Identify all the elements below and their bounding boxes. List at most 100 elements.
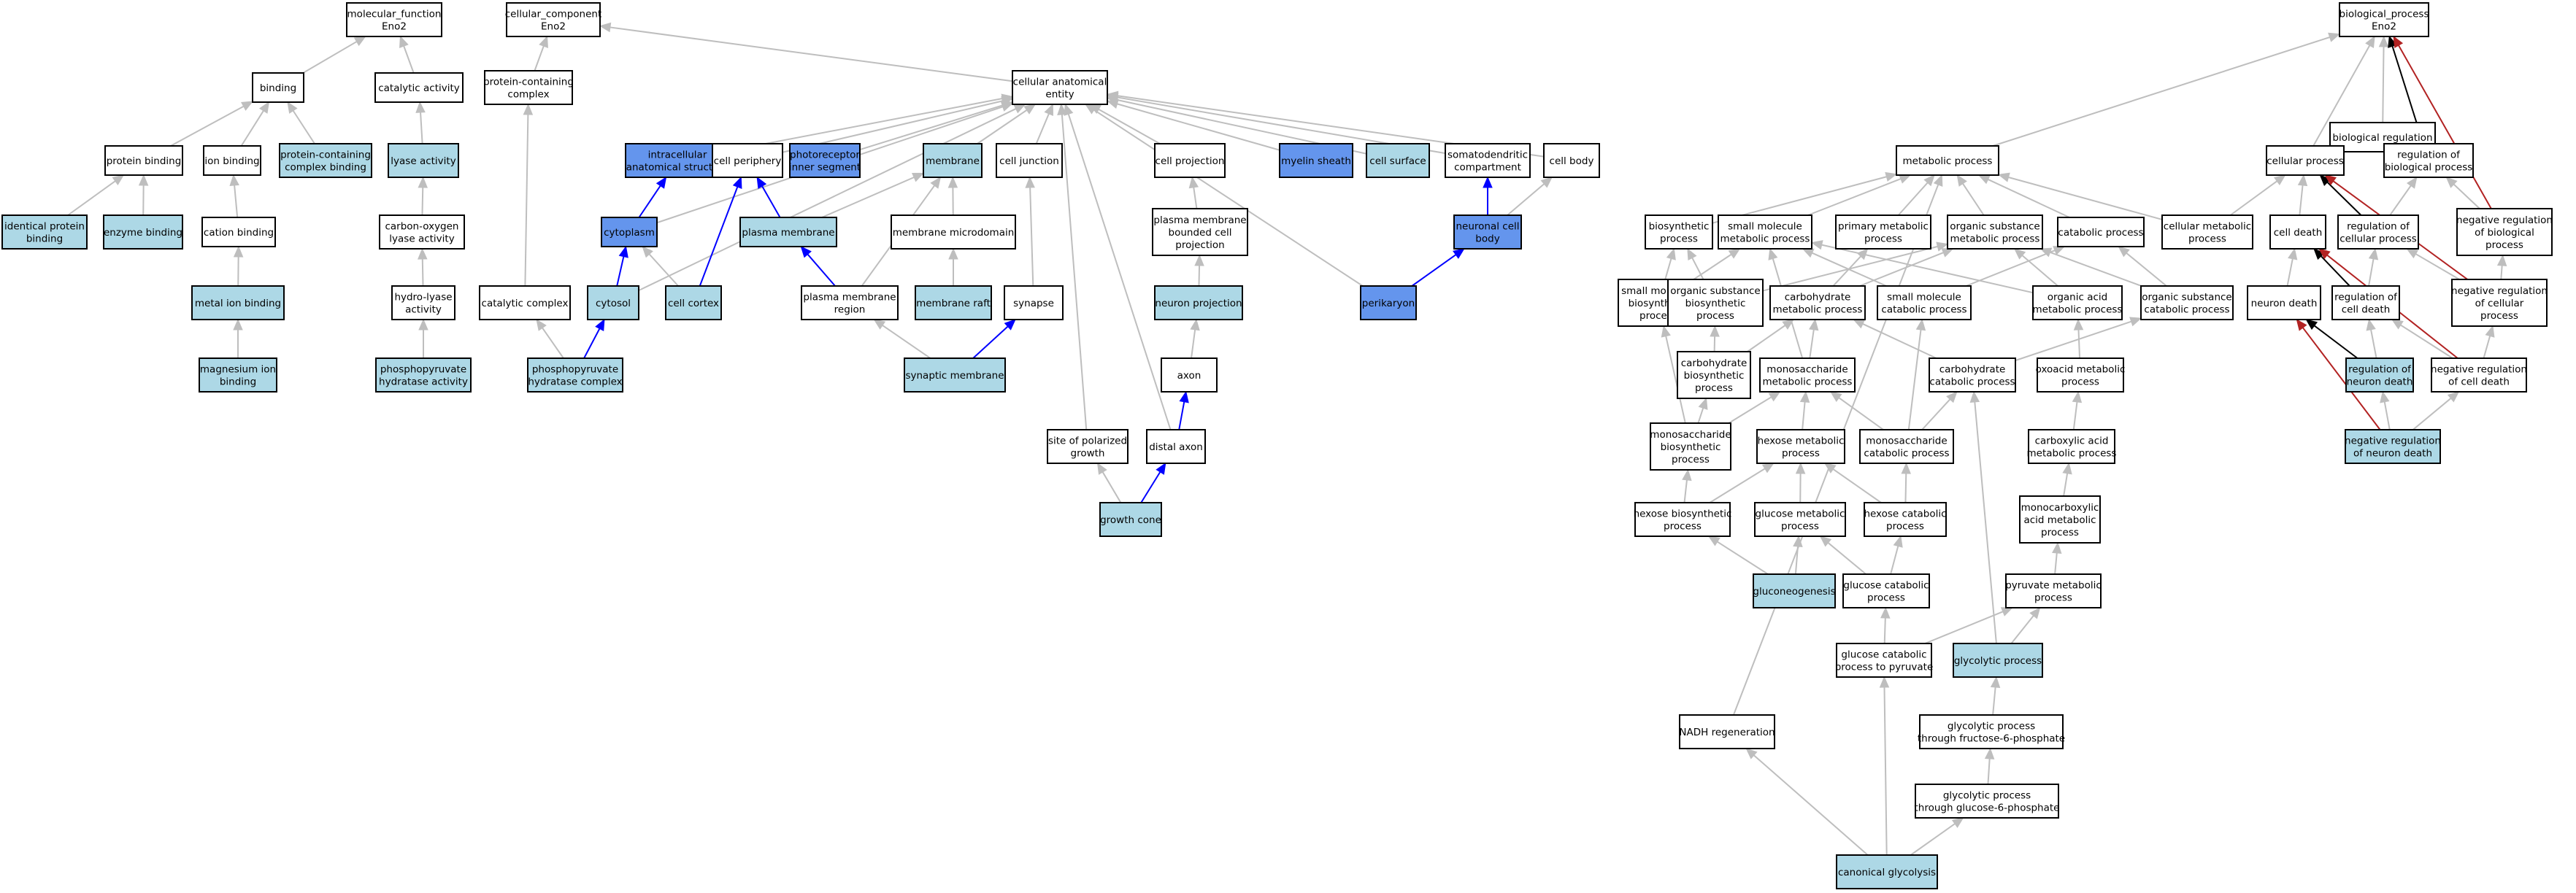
node-box[interactable] [915,285,992,320]
node-box[interactable] [252,72,304,103]
node-box[interactable] [1756,429,1845,464]
node-box[interactable] [104,145,183,176]
node-box[interactable] [1154,285,1243,320]
node-box[interactable] [103,214,183,250]
node-box[interactable] [1360,285,1417,320]
node-box[interactable] [1154,143,1226,178]
node-box[interactable] [1453,214,1522,250]
node-celldeath[interactable]: cell death [2269,214,2326,250]
node-synapse[interactable]: synapse [1004,285,1064,320]
node-box[interactable] [1161,357,1218,393]
node-box[interactable] [1366,143,1430,178]
node-celljunction[interactable]: cell junction [996,143,1063,178]
node-box[interactable] [2337,214,2419,250]
node-box[interactable] [1047,429,1129,464]
node-box[interactable] [1445,143,1531,178]
node-neurondeath[interactable]: neuron death [2247,285,2321,320]
node-box[interactable] [1836,643,1932,678]
node-box[interactable] [506,2,601,37]
node-box[interactable] [904,357,1006,393]
node-box[interactable] [712,143,783,178]
node-nadh[interactable]: NADH regeneration [1679,714,1775,749]
node-box[interactable] [2269,214,2326,250]
node-box[interactable] [1915,784,2059,819]
node-ionbind[interactable]: ion binding [203,145,261,176]
node-box[interactable] [1667,279,1764,327]
node-memmicro[interactable]: membrane microdomain [891,214,1016,250]
node-catab[interactable]: catabolic process [2057,217,2145,247]
node-box[interactable] [1919,714,2064,749]
node-box[interactable] [203,145,261,176]
node-box[interactable] [1769,285,1866,320]
node-box[interactable] [1634,502,1731,537]
node-box[interactable] [1929,357,2016,393]
node-binding[interactable]: binding [252,72,304,103]
node-axon[interactable]: axon [1161,357,1218,393]
node-box[interactable] [601,217,658,247]
node-box[interactable] [2451,279,2548,327]
node-box[interactable] [346,2,442,37]
node-box[interactable] [1099,502,1162,537]
node-lyase[interactable]: lyase activity [388,143,459,178]
node-box[interactable] [2456,208,2553,256]
node-box[interactable] [1953,643,2043,678]
node-box[interactable] [374,72,464,103]
node-plasmamem[interactable]: plasma membrane [739,217,837,247]
node-metproc[interactable]: metabolic process [1896,145,1999,176]
node-cellperiph[interactable]: cell periphery [712,143,783,178]
node-neuronproj[interactable]: neuron projection [1154,285,1243,320]
node-box[interactable] [1,214,88,250]
node-glycolytic[interactable]: glycolytic process [1953,643,2043,678]
node-box[interactable] [2247,285,2321,320]
node-box[interactable] [1677,351,1751,399]
node-myelin[interactable]: myelin sheath [1279,143,1353,178]
node-box[interactable] [1004,285,1064,320]
node-box[interactable] [2019,495,2101,544]
node-cellbody[interactable]: cell body [1543,143,1600,178]
node-box[interactable] [201,217,276,247]
node-box[interactable] [1896,145,1999,176]
node-cationbind[interactable]: cation binding [201,217,276,247]
node-box[interactable] [996,143,1063,178]
node-box[interactable] [2266,145,2345,176]
node-box[interactable] [2431,357,2527,393]
node-box[interactable] [1877,285,1972,320]
node-box[interactable] [923,143,983,178]
node-box[interactable] [2339,2,2429,37]
